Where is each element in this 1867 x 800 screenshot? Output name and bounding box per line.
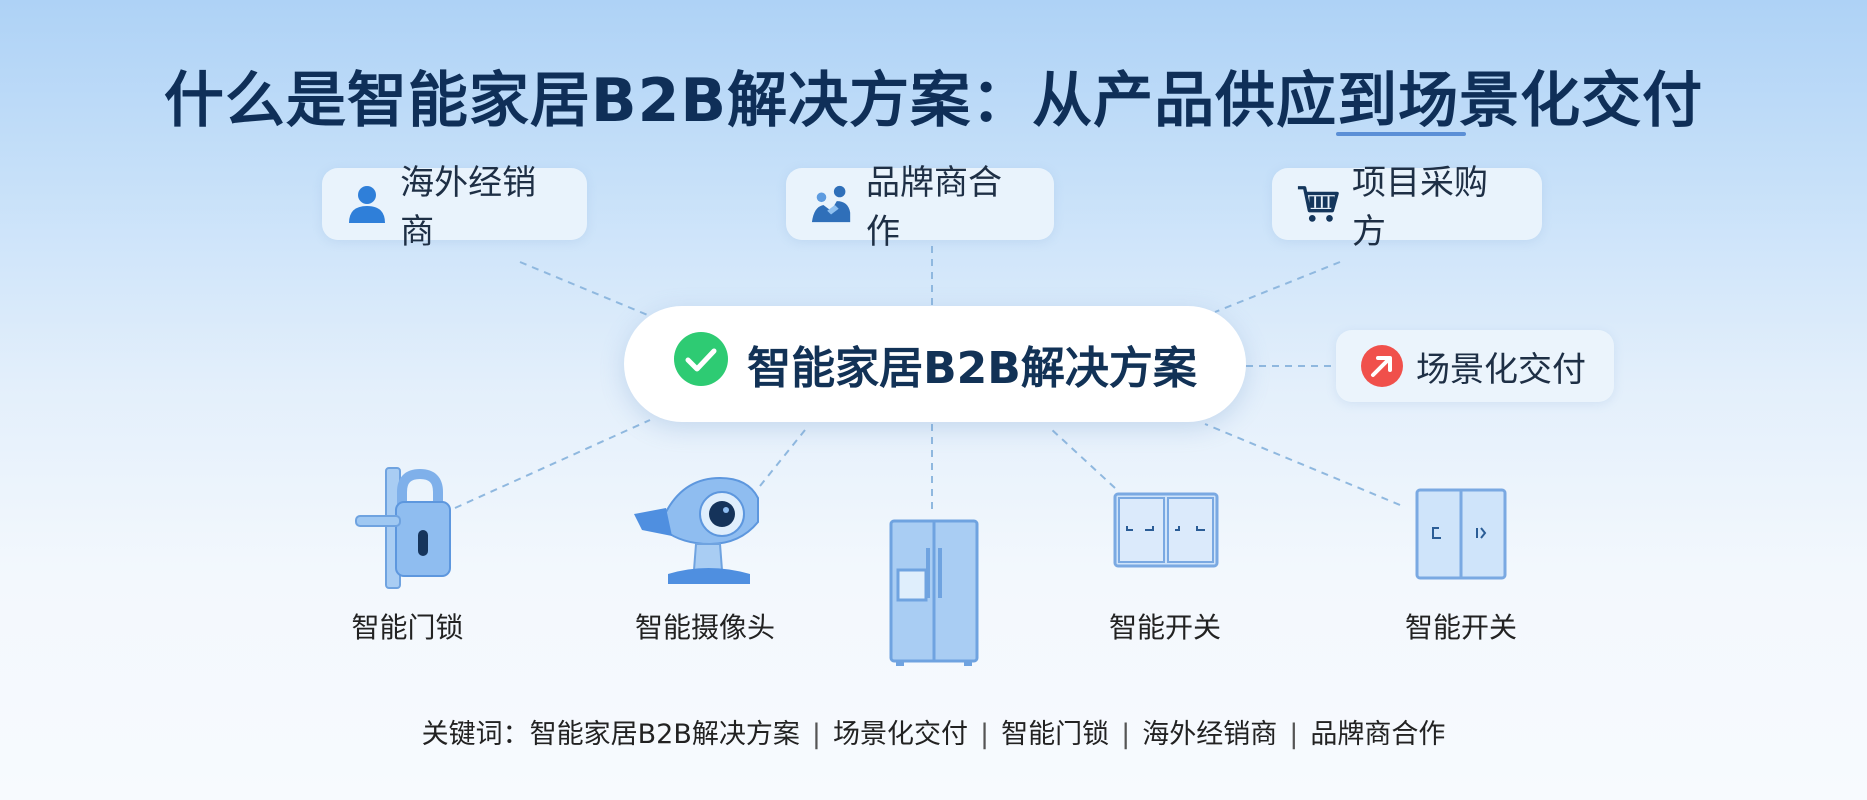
node-buyer-label: 项目采购方 <box>1352 163 1488 252</box>
keywords-bar: 关键词：智能家居B2B解决方案 | 场景化交付 | 智能门锁 | 海外经销商 | 品牌商合作 <box>0 712 1867 751</box>
keyword-separator: | <box>1289 719 1299 750</box>
person-icon <box>346 182 388 226</box>
keyword-item: 场景化交付 <box>833 719 968 750</box>
page-title: 什么是智能家居B2B解决方案：从产品供应到场景化交付 <box>163 66 1704 136</box>
connector-buyer <box>1214 261 1341 313</box>
node-buyer: 项目采购方 <box>1272 163 1542 252</box>
keyword-item: 智能家居B2B解决方案 <box>529 719 800 750</box>
device-fridge <box>882 516 982 666</box>
shopping-cart-icon <box>1296 182 1340 226</box>
node-brand: 品牌商合作 <box>786 163 1054 252</box>
keywords-prefix: 关键词： <box>421 719 530 750</box>
keyword-item: 海外经销商 <box>1142 719 1278 750</box>
center-node: 智能家居B2B解决方案 <box>624 306 1246 422</box>
camera-icon <box>628 470 778 602</box>
node-distributor-label: 海外经销商 <box>400 163 537 252</box>
smart-lock-icon <box>344 466 474 598</box>
node-distributor: 海外经销商 <box>322 163 587 252</box>
device-switch-1-label: 智能开关 <box>1108 611 1221 644</box>
node-brand-label: 品牌商合作 <box>866 163 1002 252</box>
device-camera-label: 智能摄像头 <box>634 611 775 644</box>
switch-icon <box>1415 488 1507 587</box>
connector-lock <box>454 419 651 509</box>
keyword-separator: | <box>980 719 990 750</box>
keyword-item: 品牌商合作 <box>1310 719 1446 750</box>
fridge-icon <box>888 518 980 675</box>
keyword-separator: | <box>811 719 821 750</box>
node-delivery-label: 场景化交付 <box>1416 349 1586 390</box>
connector-switch-2 <box>1204 423 1401 506</box>
switch-icon <box>1113 492 1219 575</box>
connector-switch-1 <box>1049 427 1116 489</box>
device-smart-lock-label: 智能门锁 <box>351 611 464 644</box>
device-switch-2: 智能开关 <box>1396 486 1526 646</box>
connector-distributor <box>519 261 651 317</box>
keyword-separator: | <box>1121 719 1131 750</box>
device-switch-1: 智能开关 <box>1100 488 1230 648</box>
handshake-icon <box>810 182 854 226</box>
arrow-up-right-icon <box>1360 344 1404 388</box>
device-camera: 智能摄像头 <box>610 466 800 646</box>
node-delivery: 场景化交付 <box>1336 330 1614 402</box>
check-circle-icon <box>673 331 729 398</box>
device-smart-lock: 智能门锁 <box>330 466 485 646</box>
device-switch-2-label: 智能开关 <box>1404 611 1517 644</box>
center-node-label: 智能家居B2B解决方案 <box>747 343 1197 394</box>
title-underline <box>1336 132 1466 136</box>
keyword-item: 智能门锁 <box>1001 719 1110 750</box>
